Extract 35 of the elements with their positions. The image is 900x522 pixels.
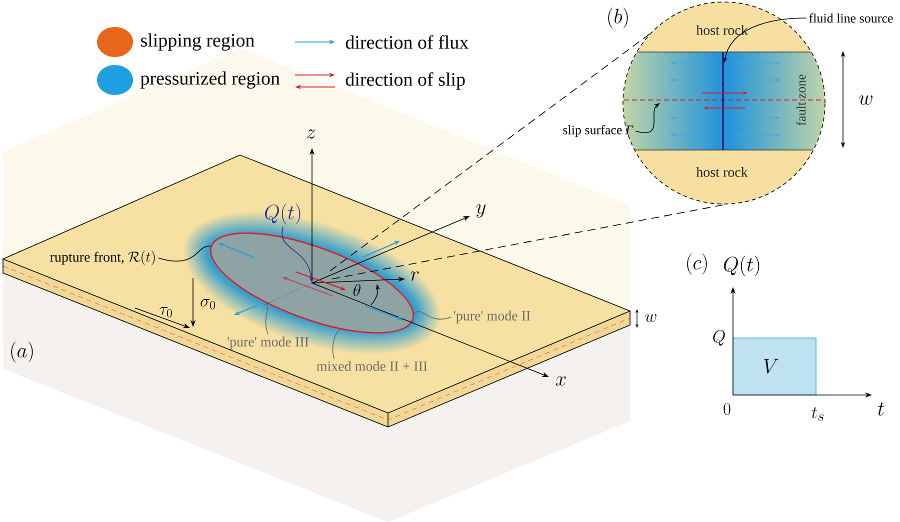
panel-label: $(c)$ xyxy=(687,254,707,274)
axis-label: $t$ xyxy=(878,402,884,416)
panel-label: $(b)$ xyxy=(608,8,628,28)
stress-label: $\sigma_0$ xyxy=(200,298,215,310)
legend-label: direction of flux xyxy=(346,35,468,49)
axis-label: $r$ xyxy=(410,271,419,281)
line-source xyxy=(722,52,724,150)
width-label: $w$ xyxy=(859,95,872,105)
tick-label: $Q$ xyxy=(713,330,725,346)
legend-label: pressurized region xyxy=(140,71,280,89)
leader-line xyxy=(158,246,212,262)
width-label: $w$ xyxy=(645,314,656,322)
leader-line xyxy=(332,328,342,360)
volume-label: $V$ xyxy=(764,358,778,374)
rock-label: host rock xyxy=(696,167,748,177)
tick-label: $0$ xyxy=(724,403,730,415)
axis-label: $y$ xyxy=(476,204,486,218)
axis-label: $x$ xyxy=(556,376,566,386)
source-label: $Q(t)$ xyxy=(264,204,300,224)
mode-label: mixed mode II + III xyxy=(316,361,428,371)
tick-label: $t_s$ xyxy=(812,407,824,421)
mode-label: 'pure' mode II xyxy=(454,310,530,324)
zoom-line xyxy=(330,33,650,272)
legend-label: direction of slip xyxy=(346,72,465,90)
rock-label: host rock xyxy=(696,25,748,35)
mode-label: 'pure' mode III xyxy=(228,336,309,350)
angle-label: $\theta$ xyxy=(354,284,360,296)
rupture-front-label: $\text{rupture front, }\mathcal{R}(t)$ xyxy=(50,250,155,266)
axis-label: $Q(t)$ xyxy=(724,256,760,276)
stress-label: $\tau_0$ xyxy=(160,306,172,318)
legend-label: slipping region xyxy=(141,33,254,51)
leader-line xyxy=(414,311,452,320)
axis-label: $z$ xyxy=(306,129,316,139)
source-label: fluid line source xyxy=(809,13,893,23)
panel-label: $(a)$ xyxy=(11,342,33,362)
